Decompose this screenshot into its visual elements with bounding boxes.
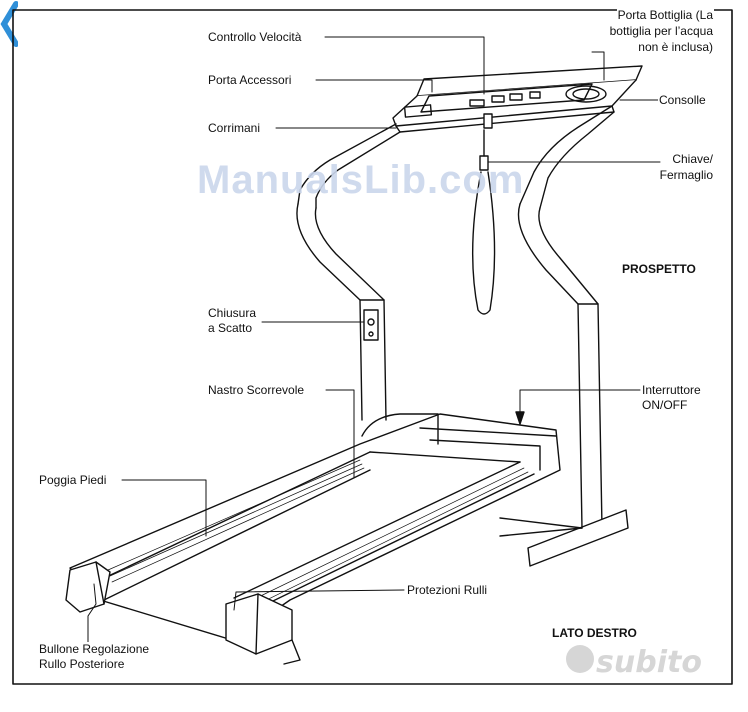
right-handrail	[517, 105, 615, 529]
chevron-left-icon[interactable]	[0, 0, 18, 48]
label-protezioni: Protezioni Rulli	[406, 583, 489, 598]
view-title-lato-destro: LATO DESTRO	[552, 626, 637, 640]
label-chiave-line2: Fermaglio	[658, 168, 714, 183]
subito-watermark: subito	[596, 645, 702, 680]
rear-roller-guard	[65, 561, 301, 665]
leader-lines	[87, 36, 661, 643]
label-poggia-piedi: Poggia Piedi	[38, 473, 108, 488]
label-chiave-line1: Chiave/	[671, 152, 714, 167]
label-interruttore-line2: ON/OFF	[641, 398, 689, 413]
base	[499, 509, 629, 567]
subito-logo-icon	[566, 645, 594, 673]
label-bullone-line2: Rullo Posteriore	[38, 657, 126, 672]
console	[392, 65, 643, 133]
label-controllo-velocita: Controllo Velocità	[207, 30, 303, 45]
label-bullone-line1: Bullone Regolazione	[38, 642, 151, 657]
manualslib-watermark: ManualsLib.com	[197, 158, 525, 202]
latch	[363, 309, 379, 341]
deck	[69, 413, 561, 641]
label-consolle: Consolle	[658, 93, 707, 108]
left-handrail	[296, 123, 401, 421]
view-title-prospetto: PROSPETTO	[622, 262, 696, 276]
safety-key	[471, 129, 496, 315]
label-porta-bottiglia-line2: bottiglia per l’acqua	[608, 24, 714, 39]
label-chiusura-line1: Chiusura	[207, 306, 258, 321]
label-interruttore-line1: Interruttore	[641, 383, 702, 398]
label-chiusura-line2: a Scatto	[207, 321, 254, 336]
label-nastro: Nastro Scorrevole	[207, 383, 306, 398]
frame-border	[12, 9, 733, 685]
label-porta-bottiglia-line3: non è inclusa)	[637, 40, 714, 55]
label-corrimani: Corrimani	[207, 121, 262, 136]
label-porta-accessori: Porta Accessori	[207, 73, 293, 88]
label-porta-bottiglia-line1: Porta Bottiglia (La	[616, 8, 714, 23]
